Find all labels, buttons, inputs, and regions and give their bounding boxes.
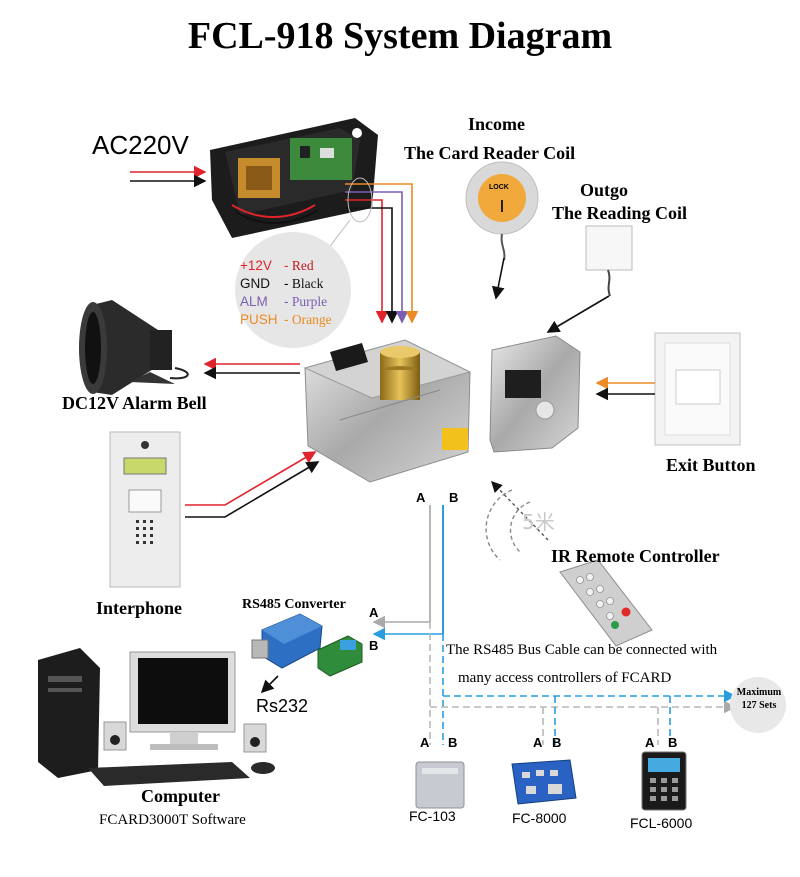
- exit-button-wires: [595, 376, 655, 401]
- lock-text: LOCK: [489, 184, 509, 191]
- rs485-converter-image: [251, 613, 363, 677]
- fcl-6000-bus-a: A: [645, 735, 655, 750]
- reading-coil-image: [585, 225, 633, 297]
- computer-software-label: FCARD3000T Software: [99, 812, 246, 828]
- fc-8000-bus-b: B: [552, 735, 562, 750]
- bus-note-line2: many access controllers of FCARD: [458, 670, 672, 686]
- legend-color-red: Red: [291, 258, 314, 273]
- computer-label: Computer: [141, 786, 220, 806]
- lock-bus-b: B: [449, 490, 459, 505]
- legend-color-purple: Purple: [291, 294, 328, 309]
- power-supply-image: [210, 118, 378, 238]
- interphone-image: [109, 431, 181, 588]
- alarm-bell-label: DC12V Alarm Bell: [62, 393, 207, 413]
- rs232-label: Rs232: [256, 696, 309, 716]
- maximum-line1: Maximum: [736, 687, 782, 698]
- legend-row-push: PUSH- Orange: [240, 312, 360, 330]
- legend-sep: -: [284, 276, 289, 291]
- legend-sep: -: [284, 294, 289, 309]
- legend-signal-push: PUSH: [240, 312, 278, 327]
- interphone-wires: [185, 451, 320, 518]
- ir-range-arcs: [485, 480, 549, 561]
- card-reader-coil-image: [465, 161, 539, 261]
- page-title: FCL-918 System Diagram: [187, 15, 613, 57]
- strike-plate-image: [489, 335, 581, 453]
- maximum-line2: 127 Sets: [741, 700, 777, 711]
- wiring-legend-bubble: [235, 232, 351, 348]
- legend-signal-alm: ALM: [240, 294, 268, 309]
- computer-image: [38, 648, 275, 786]
- bus-note-line1: The RS485 Bus Cable can be connected wit…: [446, 642, 718, 658]
- ir-remote-label: IR Remote Controller: [551, 546, 720, 566]
- legend-signal-12v: +12V: [240, 258, 272, 273]
- reading-coil-label: The Reading Coil: [552, 203, 688, 223]
- legend-row-12v: +12V- Red: [240, 258, 360, 276]
- fc-8000-label: FC-8000: [512, 810, 567, 826]
- fcl-6000-bus-b: B: [668, 735, 678, 750]
- legend-color-orange: Orange: [291, 312, 332, 327]
- rs485-converter-label: RS485 Converter: [242, 597, 346, 612]
- alarm-bell-image: [79, 300, 189, 395]
- converter-a: A: [369, 605, 379, 620]
- card-reader-coil-label: The Card Reader Coil: [404, 143, 576, 163]
- lock-to-bell-wires: [203, 357, 300, 380]
- converter-b: B: [369, 638, 379, 653]
- fc-8000-bus-a: A: [533, 735, 543, 750]
- legend-sep: -: [284, 258, 289, 273]
- legend-sep: -: [284, 312, 289, 327]
- fc-103-bus-a: A: [420, 735, 430, 750]
- maximum-note: Maximum 127 Sets: [731, 686, 787, 712]
- exit-button-image: [654, 332, 741, 446]
- income-label: Income: [468, 114, 525, 134]
- ir-range-text: 5米: [522, 510, 555, 534]
- fcl-6000-image: [641, 751, 687, 811]
- outgo-label: Outgo: [580, 180, 629, 200]
- fc-103-bus-b: B: [448, 735, 458, 750]
- fcl-6000-label: FCL-6000: [630, 815, 693, 831]
- fc-103-label: FC-103: [409, 808, 456, 824]
- legend-row-alm: ALM - Purple: [240, 294, 360, 312]
- electric-lock-image: [303, 339, 472, 483]
- legend-signal-gnd: GND: [240, 276, 270, 291]
- exit-button-label: Exit Button: [666, 455, 756, 475]
- ac-input-arrows: [130, 165, 207, 188]
- rs485-bus-lines: [372, 505, 737, 745]
- wiring-legend: +12V- Red GND- Black ALM- Purple PUSH- O…: [240, 258, 360, 330]
- interphone-label: Interphone: [96, 598, 183, 618]
- legend-color-black: Black: [291, 276, 324, 291]
- lock-bus-a: A: [416, 490, 426, 505]
- fc-103-image: [415, 761, 465, 809]
- fc-8000-image: [511, 759, 577, 805]
- ir-remote-image: [559, 559, 653, 647]
- maximum-bubble: [730, 677, 786, 733]
- ac220v-label: AC220V: [92, 130, 189, 160]
- legend-row-gnd: GND- Black: [240, 276, 360, 294]
